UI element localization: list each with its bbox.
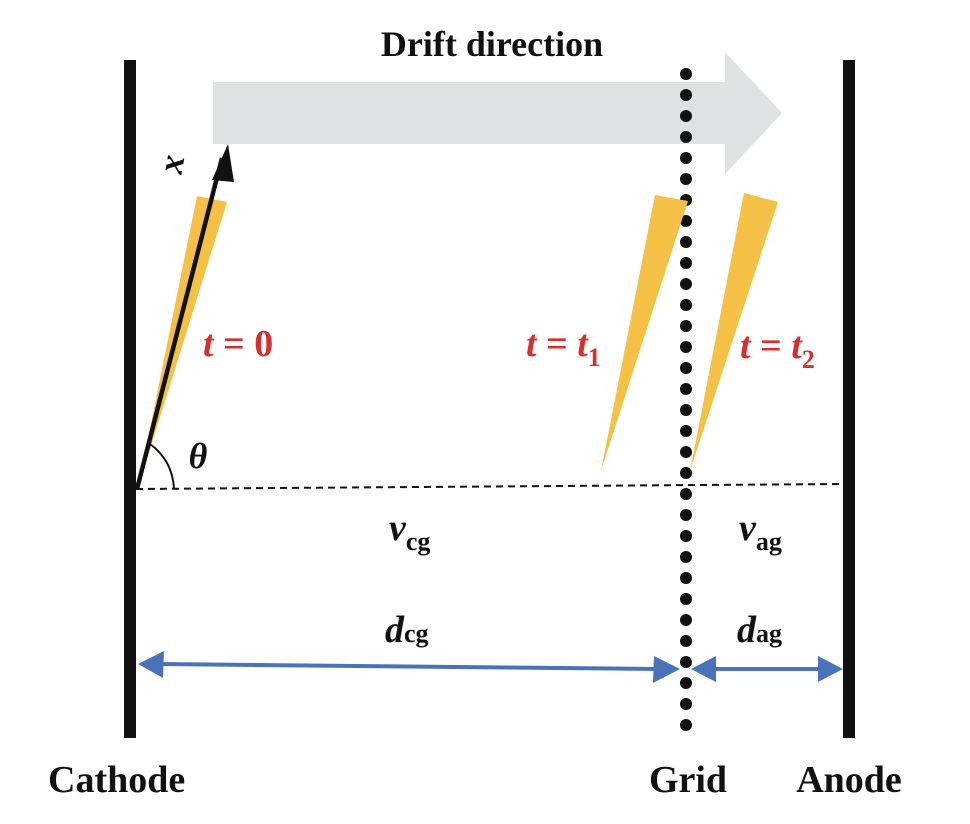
cathode-plate	[124, 60, 136, 738]
theta-label: θ	[189, 436, 208, 476]
track-t2	[690, 193, 778, 471]
x-axis-arrowhead	[212, 144, 234, 182]
time-label-t2: t = t2	[740, 325, 815, 374]
distance-label-cg: dcg	[385, 609, 429, 651]
theta-arc	[149, 443, 175, 489]
track-t1	[601, 195, 688, 471]
anode-plate	[843, 60, 855, 738]
distance-arrow-ag	[691, 656, 843, 682]
track-t0	[138, 196, 227, 488]
time-label-t0: t = 0	[203, 323, 273, 365]
distance-arrow-cg	[138, 651, 680, 683]
x-axis-arrow	[134, 157, 225, 490]
x-axis-label: x	[150, 152, 193, 178]
velocity-label-cg: vcg	[389, 507, 430, 556]
velocity-label-ag: vag	[739, 507, 782, 556]
grid-label: Grid	[649, 759, 727, 801]
drift-direction-arrow	[213, 52, 782, 174]
drift-direction-label: Drift direction	[381, 24, 603, 64]
distance-label-ag: dag	[737, 609, 782, 651]
anode-label: Anode	[796, 759, 902, 801]
time-label-t1: t = t1	[526, 323, 601, 372]
baseline-dashed	[135, 483, 844, 490]
cathode-label: Cathode	[48, 759, 185, 801]
